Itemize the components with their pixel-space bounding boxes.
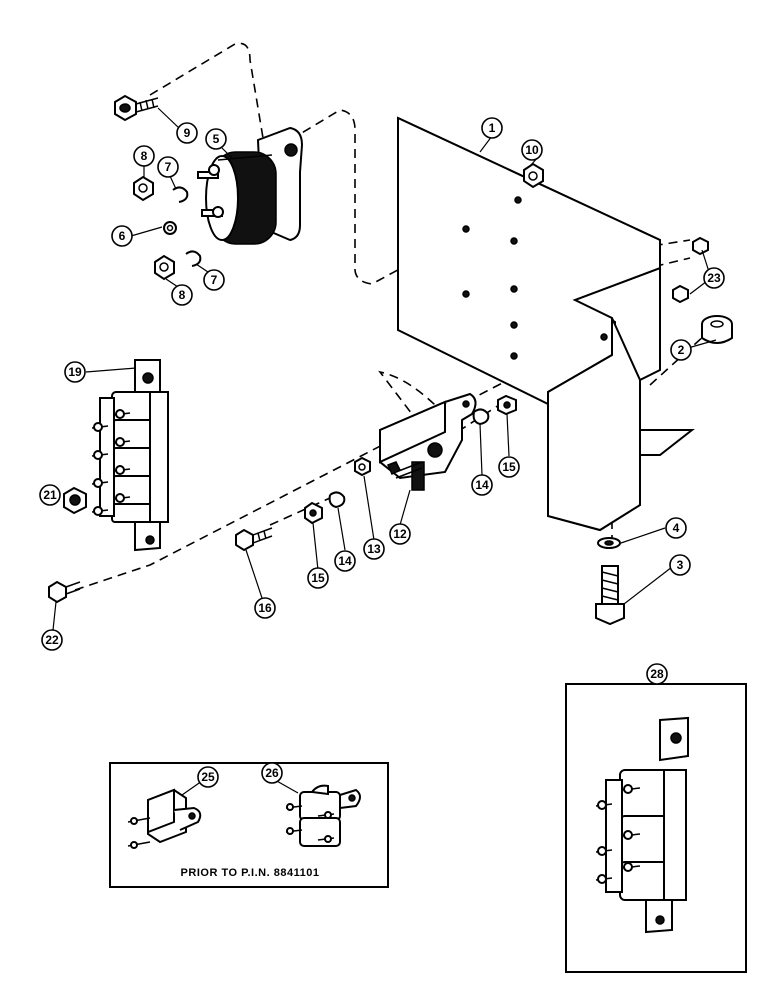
svg-text:15: 15	[502, 460, 516, 474]
screw-9	[114, 94, 159, 122]
washer-4	[597, 537, 621, 549]
bracket-plate	[397, 116, 695, 532]
breaker-block-28	[595, 716, 689, 934]
bolt-3	[595, 565, 625, 626]
svg-text:15: 15	[311, 571, 325, 585]
plate-holes	[462, 196, 608, 360]
svg-text:28: 28	[650, 667, 664, 681]
spacer-2	[701, 315, 733, 344]
svg-text:21: 21	[43, 488, 57, 502]
callout-16: 16	[254, 597, 276, 619]
nut-10	[523, 162, 544, 189]
callout-12: 12	[389, 523, 411, 545]
svg-text:6: 6	[119, 229, 126, 243]
callout-7-upper: 7	[157, 156, 179, 178]
small-fasteners	[304, 394, 517, 525]
callout-8-upper: 8	[133, 145, 155, 167]
callout-7-lower: 7	[203, 269, 225, 291]
nuts-23	[672, 236, 709, 304]
callout-10: 10	[521, 139, 543, 161]
callout-14-left: 14	[334, 550, 356, 572]
breaker-block-19	[91, 359, 169, 552]
svg-text:25: 25	[201, 770, 215, 784]
callout-14-right: 14	[471, 474, 493, 496]
callout-15-right: 15	[498, 456, 520, 478]
leader-lines	[52, 107, 717, 631]
svg-text:7: 7	[211, 273, 218, 287]
callout-28: 28	[646, 663, 668, 685]
screw-16	[235, 527, 273, 552]
callout-2: 2	[670, 339, 692, 361]
svg-text:23: 23	[707, 271, 721, 285]
callout-9: 9	[176, 122, 198, 144]
callout-22: 22	[41, 629, 63, 651]
svg-text:3: 3	[677, 558, 684, 572]
inset-caption: PRIOR TO P.I.N. 8841101	[181, 867, 320, 879]
svg-text:2: 2	[678, 343, 685, 357]
callout-26: 26	[261, 762, 283, 784]
svg-text:8: 8	[141, 149, 148, 163]
callout-15-left: 15	[307, 567, 329, 589]
callout-8-lower: 8	[171, 284, 193, 306]
svg-text:12: 12	[393, 527, 407, 541]
svg-text:5: 5	[213, 132, 220, 146]
callout-3: 3	[669, 554, 691, 576]
callout-4: 4	[665, 517, 687, 539]
svg-text:13: 13	[367, 542, 381, 556]
svg-text:4: 4	[673, 521, 680, 535]
callout-6: 6	[111, 225, 133, 247]
inset-prior-version: 25 26 PRIOR TO P.I.N. 8841101	[109, 762, 389, 888]
callout-23: 23	[703, 267, 725, 289]
callout-25: 25	[197, 766, 219, 788]
callout-19: 19	[64, 361, 86, 383]
svg-text:16: 16	[258, 601, 272, 615]
inset-breaker-block-28: 28	[565, 663, 747, 973]
svg-text:8: 8	[179, 288, 186, 302]
solenoid-hardware	[133, 175, 202, 281]
circuit-breaker-12	[379, 392, 477, 491]
svg-text:19: 19	[68, 365, 82, 379]
callout-13: 13	[363, 538, 385, 560]
svg-text:7: 7	[165, 160, 172, 174]
svg-text:9: 9	[184, 126, 191, 140]
svg-text:14: 14	[475, 478, 489, 492]
nut-21	[63, 486, 87, 515]
svg-text:10: 10	[525, 143, 539, 157]
callout-21: 21	[39, 484, 61, 506]
svg-text:1: 1	[489, 121, 496, 135]
terminal-studs	[91, 409, 131, 516]
svg-text:26: 26	[265, 766, 279, 780]
svg-text:14: 14	[338, 554, 352, 568]
screw-22	[48, 580, 81, 604]
callout-1: 1	[481, 117, 503, 139]
breaker-26	[285, 784, 361, 847]
solenoid-switch	[197, 126, 304, 245]
breaker-25	[127, 788, 202, 849]
svg-text:22: 22	[45, 633, 59, 647]
callout-5: 5	[205, 128, 227, 150]
